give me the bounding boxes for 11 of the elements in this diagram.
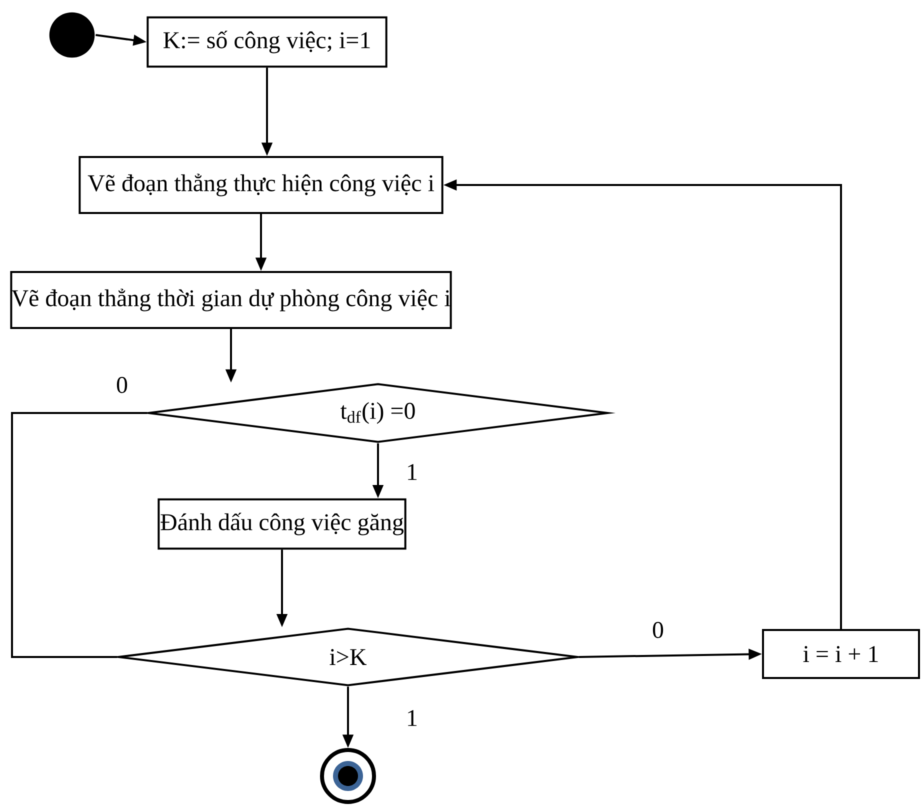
end-circle <box>320 748 376 804</box>
edge-label: 0 <box>114 376 130 394</box>
edge-label: 1 <box>404 462 420 482</box>
process-box: Vẽ đoạn thẳng thực hiện công việc i <box>78 156 444 214</box>
process-box: i = i + 1 <box>762 629 920 679</box>
start-circle <box>49 12 95 58</box>
process-box: K:= số công việc; i=1 <box>146 16 388 68</box>
edge-label: 0 <box>650 620 666 640</box>
process-box: Đánh dấu công việc găng <box>158 498 406 550</box>
edge-label: 1 <box>404 708 420 728</box>
process-box: Vẽ đoạn thẳng thời gian dự phòng công việc i <box>10 271 452 329</box>
